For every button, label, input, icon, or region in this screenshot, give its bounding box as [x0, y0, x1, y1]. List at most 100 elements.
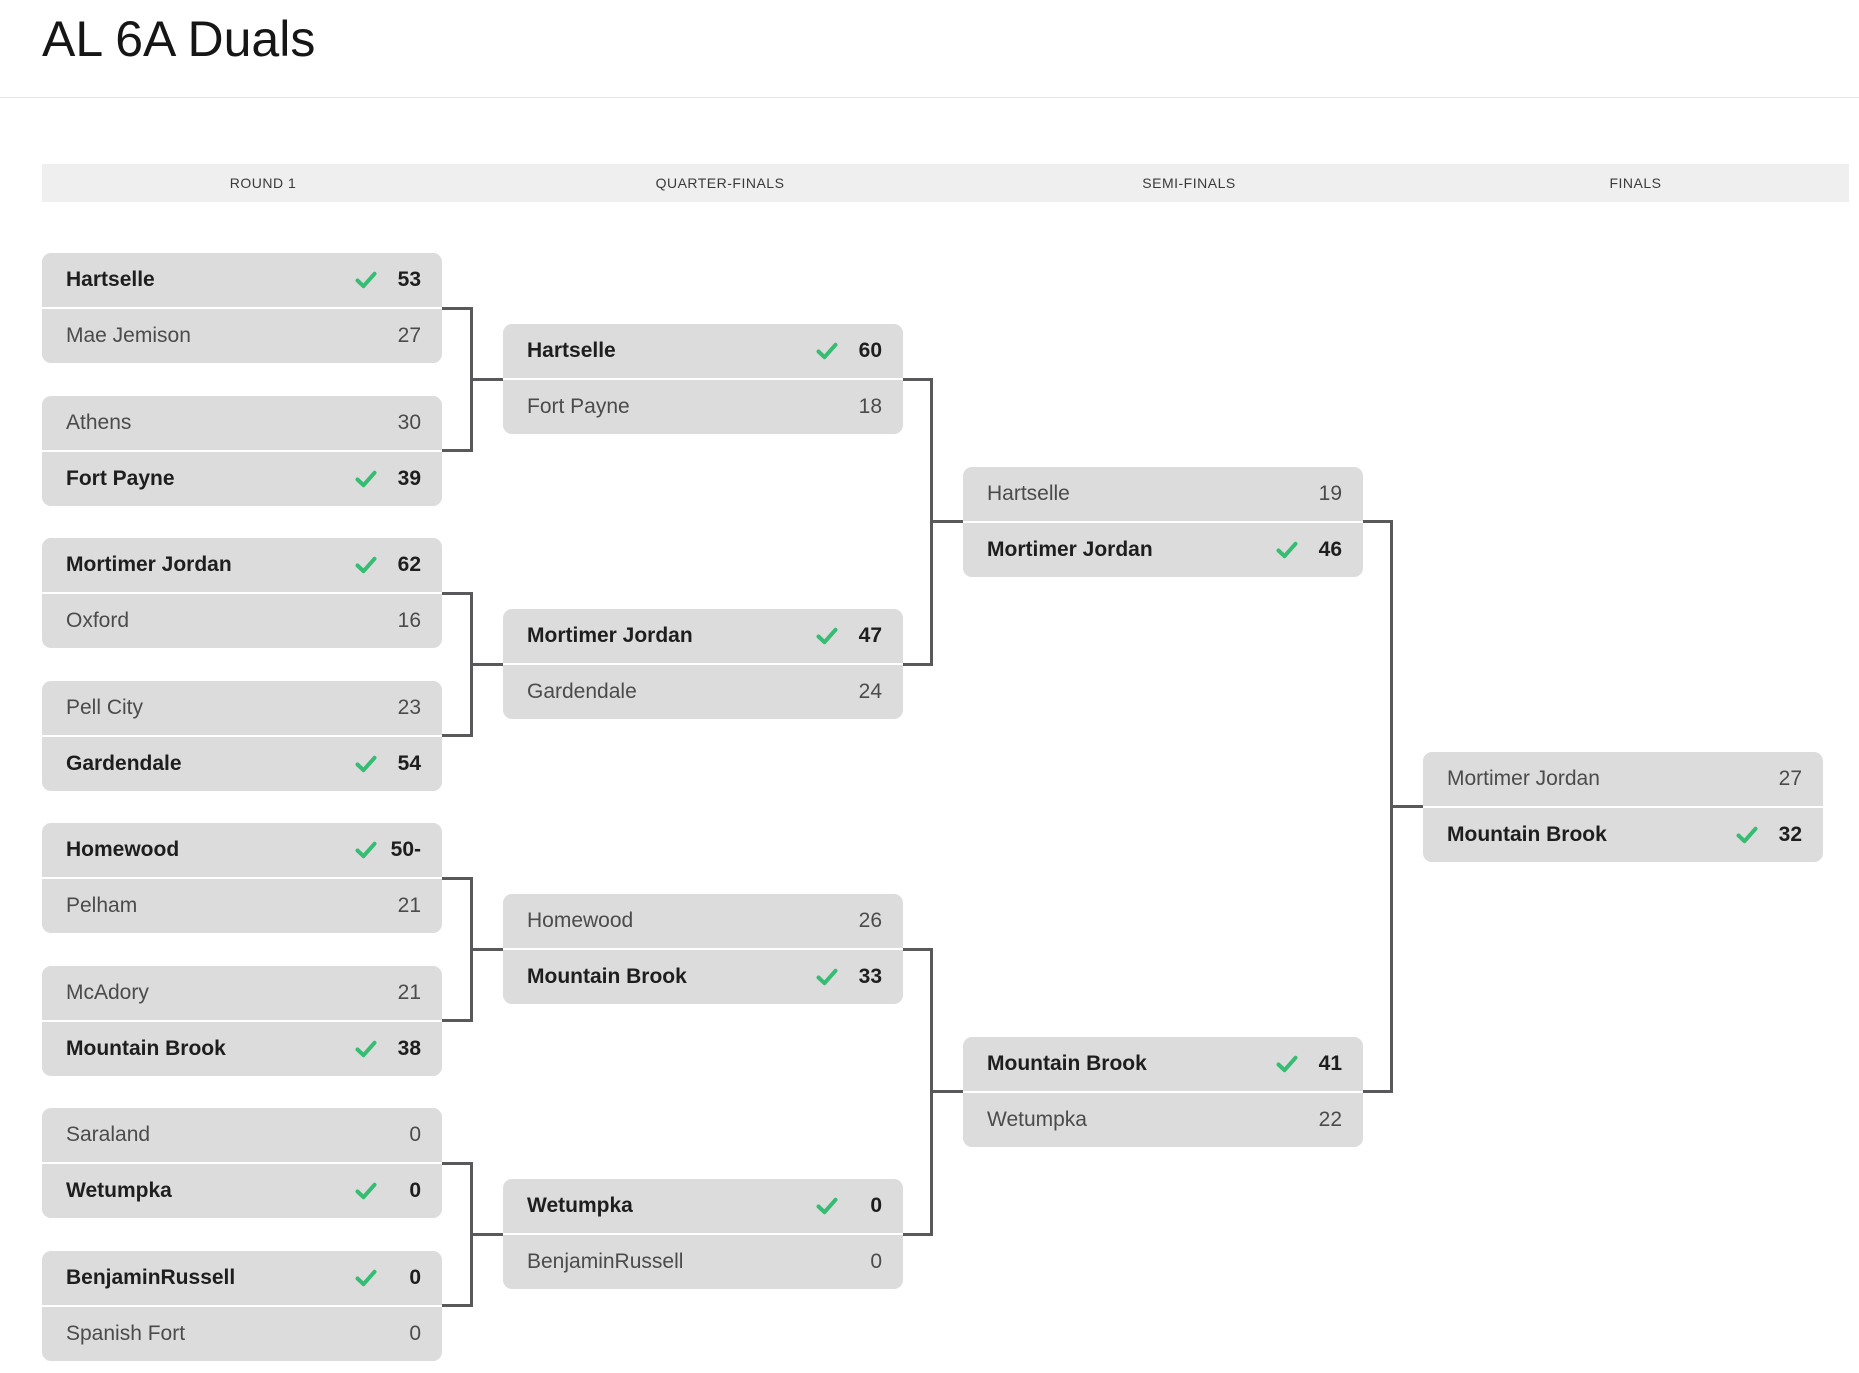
team-score: 0 — [870, 1250, 882, 1274]
team-row: McAdory 21 — [42, 965, 442, 1020]
connector-line — [470, 377, 503, 381]
team-score: 19 — [1318, 481, 1342, 505]
team-name: Mortimer Jordan — [527, 624, 693, 648]
team-name: Wetumpka — [527, 1194, 633, 1218]
team-score: 50- — [390, 838, 421, 861]
connector-line — [442, 1019, 473, 1022]
team-name: Pell City — [66, 695, 144, 719]
connector-line — [442, 306, 473, 310]
team-score: 47 — [858, 624, 882, 648]
team-name: BenjaminRussell — [527, 1250, 684, 1274]
winner-check-icon — [816, 627, 838, 645]
winner-check-icon — [816, 968, 838, 986]
team-score: 46 — [1318, 537, 1342, 561]
connector-line — [903, 377, 933, 381]
team-score: 62 — [397, 553, 421, 576]
team-name: Mortimer Jordan — [1447, 766, 1600, 790]
team-score: 27 — [397, 324, 421, 347]
connector-line — [930, 1090, 963, 1094]
team-name: Mountain Brook — [987, 1051, 1147, 1075]
connector-line — [442, 1161, 473, 1165]
connector-line — [1363, 520, 1393, 524]
team-name: Fort Payne — [527, 395, 630, 419]
round-header-4: FINALS — [1422, 164, 1849, 202]
team-score: 0 — [409, 1123, 421, 1146]
team-name: Fort Payne — [66, 466, 175, 490]
team-score: 26 — [858, 909, 882, 933]
team-row: Mountain Brook 41 — [963, 1036, 1363, 1091]
team-row: Saraland 0 — [42, 1108, 442, 1162]
winner-check-icon — [355, 841, 377, 859]
team-name: Pelham — [66, 894, 138, 917]
team-score: 60 — [858, 339, 882, 363]
team-name: Wetumpka — [66, 1179, 172, 1202]
header-divider — [0, 97, 1859, 98]
team-score: 41 — [1318, 1051, 1342, 1075]
team-row: BenjaminRussell 0 — [503, 1235, 903, 1290]
team-name: Wetumpka — [987, 1107, 1087, 1131]
team-name: Gardendale — [527, 680, 637, 704]
match-box: Homewood 50- Pelham 21 — [42, 823, 442, 933]
team-row: Mortimer Jordan 62 — [42, 538, 442, 592]
team-name: BenjaminRussell — [66, 1265, 236, 1289]
team-row: Pell City 23 — [42, 680, 442, 735]
winner-check-icon — [355, 1040, 377, 1058]
connector-line — [903, 947, 933, 951]
connector-line — [1363, 1090, 1393, 1094]
team-name: Mortimer Jordan — [66, 553, 232, 576]
team-score: 0 — [409, 1179, 421, 1202]
connector-line — [470, 1232, 503, 1236]
team-score: 54 — [397, 751, 421, 775]
team-name: Saraland — [66, 1123, 151, 1146]
team-score: 32 — [1778, 822, 1802, 846]
winner-check-icon — [1276, 541, 1298, 559]
winner-check-icon — [355, 1269, 377, 1287]
connector-line — [442, 876, 473, 880]
team-name: Spanish Fort — [66, 1321, 186, 1345]
round-header-2: QUARTER-FINALS — [484, 164, 956, 202]
winner-check-icon — [1736, 826, 1758, 844]
team-name: Mountain Brook — [66, 1036, 226, 1060]
team-score: 21 — [397, 980, 421, 1004]
team-row: Wetumpka 0 — [42, 1164, 442, 1218]
connector-line — [442, 591, 473, 595]
team-score: 33 — [858, 965, 882, 989]
team-row: Homewood 50- — [42, 823, 442, 877]
connector-line — [903, 662, 933, 666]
team-score: 21 — [397, 894, 421, 917]
team-row: Pelham 21 — [42, 879, 442, 933]
team-score: 23 — [397, 695, 421, 719]
team-name: Mountain Brook — [1447, 822, 1607, 846]
connector-line — [1390, 805, 1423, 809]
team-name: Homewood — [66, 838, 180, 861]
team-name: Oxford — [66, 609, 130, 632]
round-header-1: ROUND 1 — [42, 164, 484, 202]
winner-check-icon — [816, 1197, 838, 1215]
team-name: McAdory — [66, 980, 149, 1004]
